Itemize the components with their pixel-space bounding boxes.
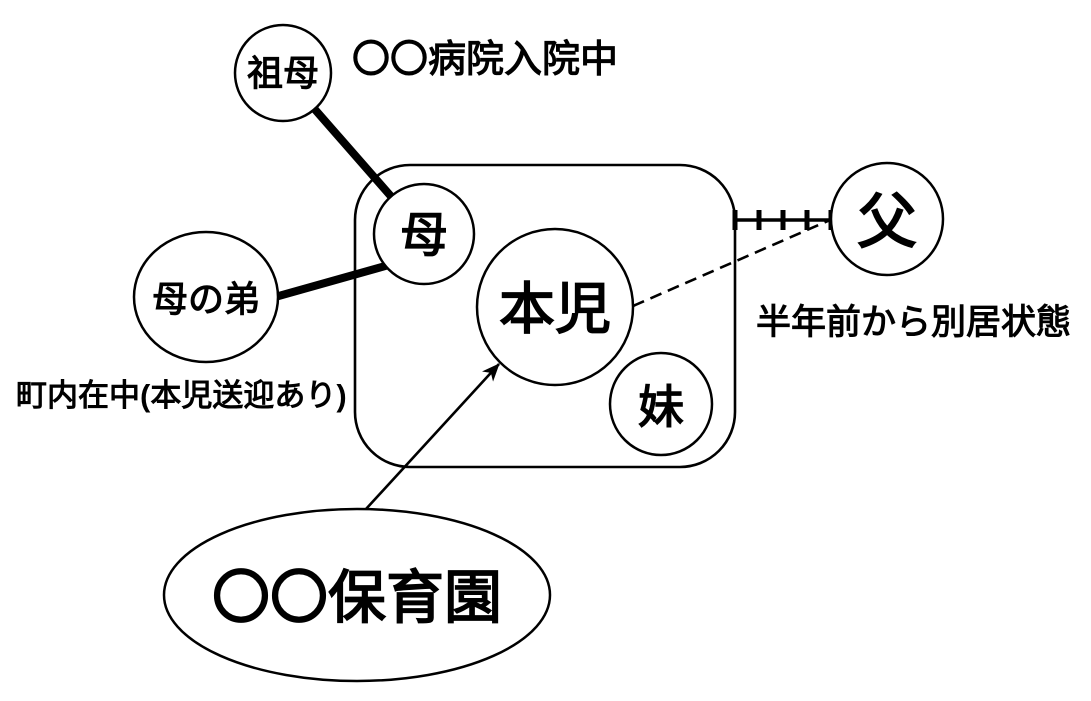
mothers-brother-status-note: 町内在中(本児送迎あり) (16, 378, 347, 413)
edge-child-father-dashed (632, 218, 831, 308)
father-label: 父 (857, 189, 917, 256)
node-sister (608, 351, 714, 457)
edge-household-father-hatched (732, 210, 834, 230)
mothers-brother-label: 母の弟 (152, 279, 260, 320)
node-grandmother (233, 23, 333, 123)
edge-mothers-brother-mother (266, 259, 398, 303)
mother-label: 母 (400, 210, 448, 263)
father-status-note: 半年前から別居状態 (756, 303, 1071, 342)
grandmother-status-note: 〇〇病院入院中 (352, 39, 618, 81)
edge-nursery-child-arrow (365, 363, 500, 510)
grandmother-label: 祖母 (247, 53, 319, 94)
node-mother (372, 182, 476, 286)
node-father (829, 161, 945, 277)
nursery-label: 〇〇保育園 (212, 566, 502, 631)
node-nursery (162, 507, 552, 683)
node-child (475, 227, 635, 387)
household-boundary (353, 163, 737, 469)
node-mothers-brother (132, 230, 280, 364)
child-label: 本児 (499, 278, 611, 341)
sister-label: 妹 (638, 381, 684, 433)
